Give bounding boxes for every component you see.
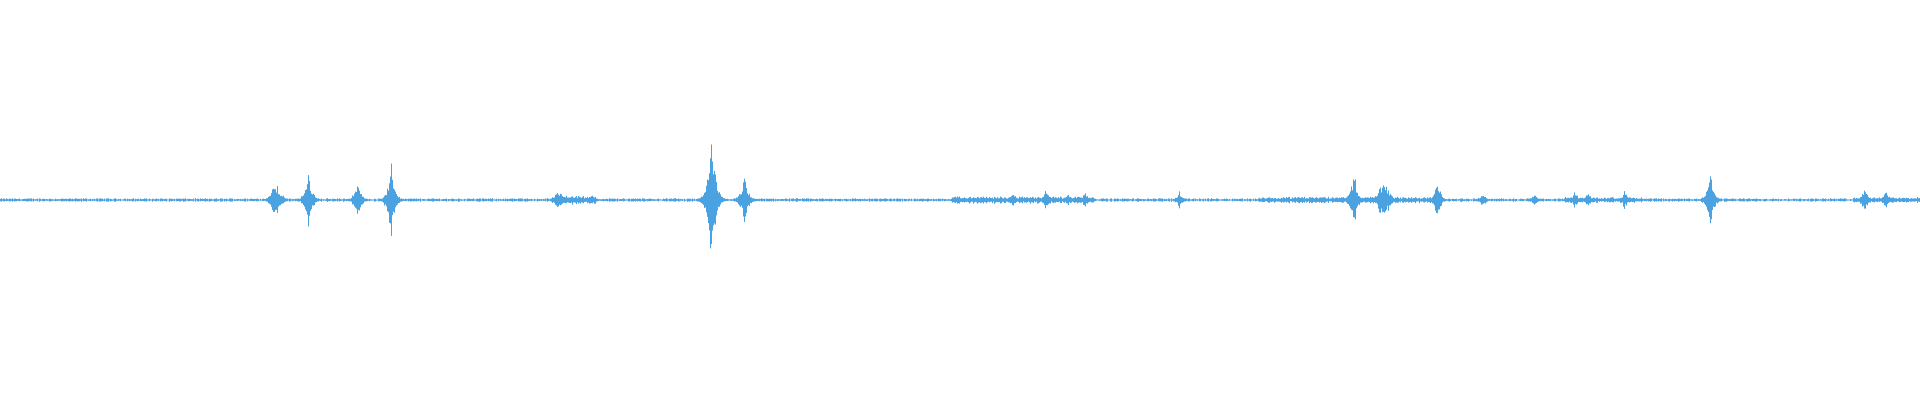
waveform-trace [0,144,1920,249]
